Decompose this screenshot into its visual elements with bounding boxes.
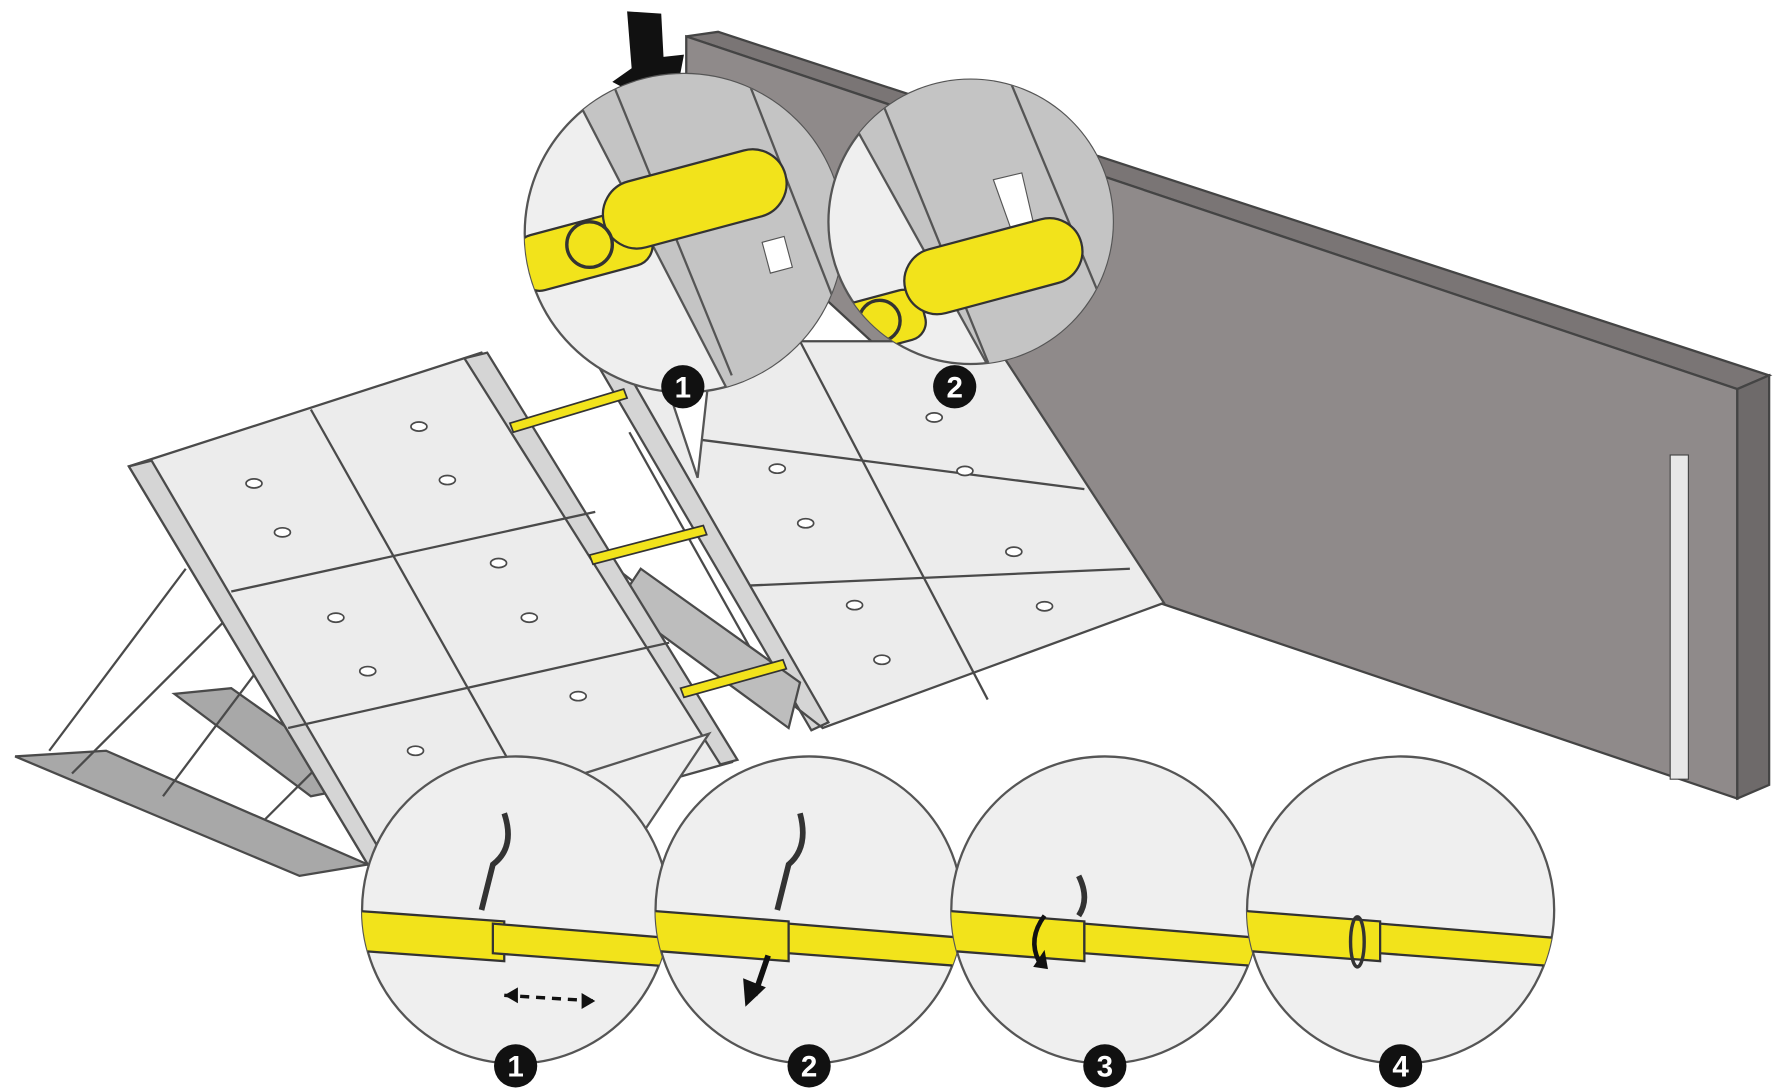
step-badge-bottom-4: 4 <box>1378 1044 1423 1088</box>
step-number: 1 <box>507 1050 523 1083</box>
front-panel-group <box>14 351 1054 878</box>
step-number: 2 <box>946 371 962 404</box>
step-badge-bottom-3: 3 <box>1083 1044 1127 1088</box>
rear-panel-group <box>571 334 1166 732</box>
bottom-step-1 <box>360 755 671 1065</box>
step-badge-bottom-2: 2 <box>787 1044 831 1088</box>
bottom-step-2 <box>654 755 964 1065</box>
connector-bars <box>508 387 788 699</box>
step-number: 1 <box>675 371 691 404</box>
top-callout-1 <box>523 72 845 479</box>
step-number: 3 <box>1097 1050 1113 1083</box>
step-number: 2 <box>801 1050 817 1083</box>
step-badge-top-1: 1 <box>661 365 705 409</box>
bottom-step-3 <box>950 755 1260 1065</box>
top-callout-2 <box>827 78 1114 366</box>
step-number: 4 <box>1392 1050 1409 1083</box>
step-badge-top-2: 2 <box>933 365 977 409</box>
rotate-arrow-icon <box>1032 914 1047 963</box>
step-badge-bottom-1: 1 <box>494 1044 538 1088</box>
bottom-step-4 <box>1245 755 1556 1065</box>
wall-rail <box>1669 454 1689 780</box>
